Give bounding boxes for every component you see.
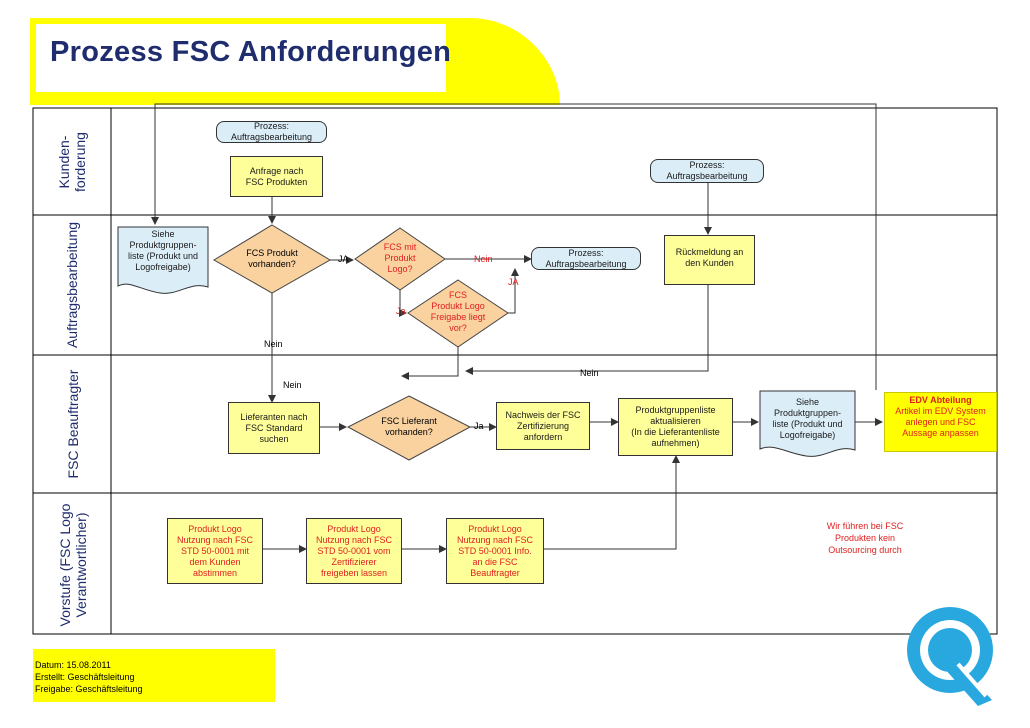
edge-label-ja-4: Ja bbox=[474, 421, 484, 431]
edge-label-ja-2: JA bbox=[508, 277, 519, 287]
edge-label-ja-1: JA bbox=[338, 254, 349, 264]
connector-nein-long bbox=[465, 285, 709, 375]
lane-label-kundenanforderung: Kunden- forderung bbox=[56, 132, 88, 192]
edge-label-nein-mid: Nein bbox=[283, 380, 302, 390]
footer-freigabe: Freigabe: Geschäftsleitung bbox=[35, 684, 143, 694]
lane-label-auftragsbearbeitung: Auftragsbearbeitung bbox=[64, 221, 80, 349]
process-auftragsbearbeitung-top: Prozess: Auftragsbearbeitung bbox=[216, 121, 327, 143]
decision-fcs-mit-logo-label: FCS mit Produkt Logo? bbox=[383, 242, 417, 274]
document-siehe-right-label: Siehe Produktgruppen- liste (Produkt und… bbox=[772, 397, 843, 440]
process-auftragsbearbeitung-mid: Prozess: Auftragsbearbeitung bbox=[531, 247, 641, 270]
box-rueckmeldung: Rückmeldung an den Kunden bbox=[664, 235, 755, 285]
swimlane-frame bbox=[32, 107, 998, 635]
decision-fcs-logo-freigabe-label: FCS Produkt Logo Freigabe liegt vor? bbox=[430, 290, 486, 333]
footer-info: Datum: 15.08.2011 Erstellt: Geschäftslei… bbox=[33, 649, 275, 702]
edv-title: EDV Abteilung bbox=[909, 395, 972, 405]
document-siehe-left-label: Siehe Produktgruppen- liste (Produkt und… bbox=[127, 229, 199, 272]
box-anfrage: Anfrage nach FSC Produkten bbox=[230, 156, 323, 197]
document-siehe-left bbox=[117, 226, 209, 294]
connector-logo-pg bbox=[544, 455, 680, 550]
decision-fcs-produkt-label: FCS Produkt vorhanden? bbox=[246, 248, 298, 269]
edge-label-nein-1: Nein bbox=[474, 254, 493, 264]
connector-ja-2 bbox=[508, 268, 519, 314]
note-outsourcing: Wir führen bei FSC Produkten kein Outsou… bbox=[826, 521, 904, 555]
box-logo-info: Produkt Logo Nutzung nach FSC STD 50-000… bbox=[446, 518, 544, 584]
connector-top-loop bbox=[151, 103, 877, 390]
process-auftragsbearbeitung-right: Prozess: Auftragsbearbeitung bbox=[650, 159, 764, 183]
box-produktgruppenliste: Produktgruppenliste aktualisieren (In di… bbox=[618, 398, 733, 456]
lane-label-vorstufe: Vorstufe (FSC Logo Verantwortlicher) bbox=[57, 503, 89, 627]
title-banner-white bbox=[36, 24, 446, 92]
lane-label-fsc-beauftragter: FSC Beauftragter bbox=[65, 369, 81, 479]
connector-nein-logo bbox=[401, 347, 459, 380]
edge-label-nein-long: Nein bbox=[580, 368, 599, 378]
edge-label-ja-3: Ja bbox=[396, 306, 406, 316]
box-logo-kunden: Produkt Logo Nutzung nach FSC STD 50-000… bbox=[167, 518, 263, 584]
decision-fsc-lieferant-label: FSC Lieferant vorhanden? bbox=[381, 416, 437, 437]
box-edv-abteilung: EDV Abteilung Artikel im EDV System anle… bbox=[884, 392, 997, 452]
box-nachweis: Nachweis der FSC Zertifizierung anforder… bbox=[496, 402, 590, 450]
connector-ja-3 bbox=[399, 290, 407, 317]
decision-fsc-lieferant bbox=[346, 395, 472, 461]
footer-erstellt: Erstellt: Geschäftsleitung bbox=[35, 672, 135, 682]
q-logo-icon bbox=[907, 607, 993, 706]
document-siehe-right bbox=[759, 390, 856, 457]
edge-label-nein-down: Nein bbox=[264, 339, 283, 349]
page-title: Prozess FSC Anforderungen bbox=[50, 36, 452, 68]
edv-text: Artikel im EDV System anlegen und FSC Au… bbox=[895, 406, 986, 438]
box-lieferanten-suchen: Lieferanten nach FSC Standard suchen bbox=[228, 402, 320, 454]
footer-datum: Datum: 15.08.2011 bbox=[35, 660, 111, 670]
box-logo-zertifizierer: Produkt Logo Nutzung nach FSC STD 50-000… bbox=[306, 518, 402, 584]
